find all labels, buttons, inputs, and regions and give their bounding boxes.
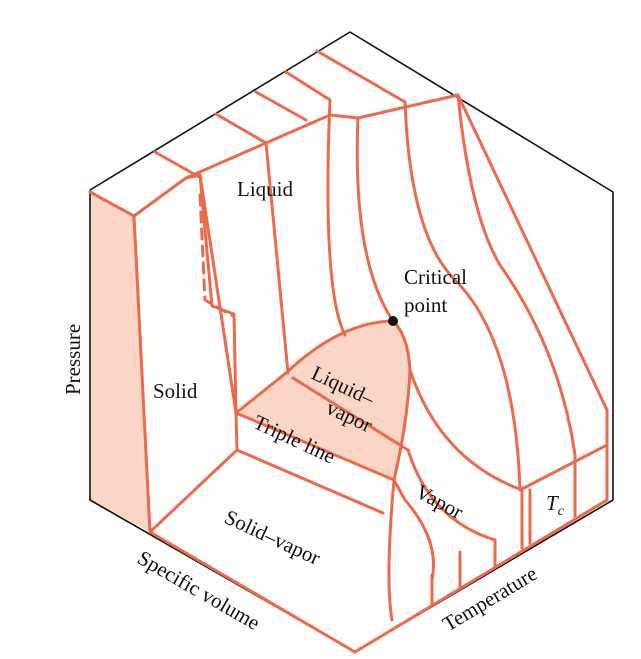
critical-point-label-line1: Critical: [404, 265, 467, 289]
vapor-label: Vapor: [412, 479, 468, 524]
solid-label: Solid: [153, 379, 198, 403]
critical-point-label-line2: point: [404, 293, 447, 317]
solid-face-shading: [90, 192, 150, 532]
critical-temperature-subscript: c: [558, 504, 565, 519]
solid-vapor-label: Solid–vapor: [221, 505, 324, 570]
critical-temperature-symbol: T: [546, 491, 559, 515]
surface-curves: [88, 49, 609, 654]
critical-point-dot: [388, 316, 398, 326]
liquid-label: Liquid: [237, 177, 293, 201]
liquid-vapor-dome-shading: [236, 321, 410, 480]
pressure-axis-label: Pressure: [61, 324, 85, 395]
critical-temperature-label: Tc: [546, 491, 565, 519]
